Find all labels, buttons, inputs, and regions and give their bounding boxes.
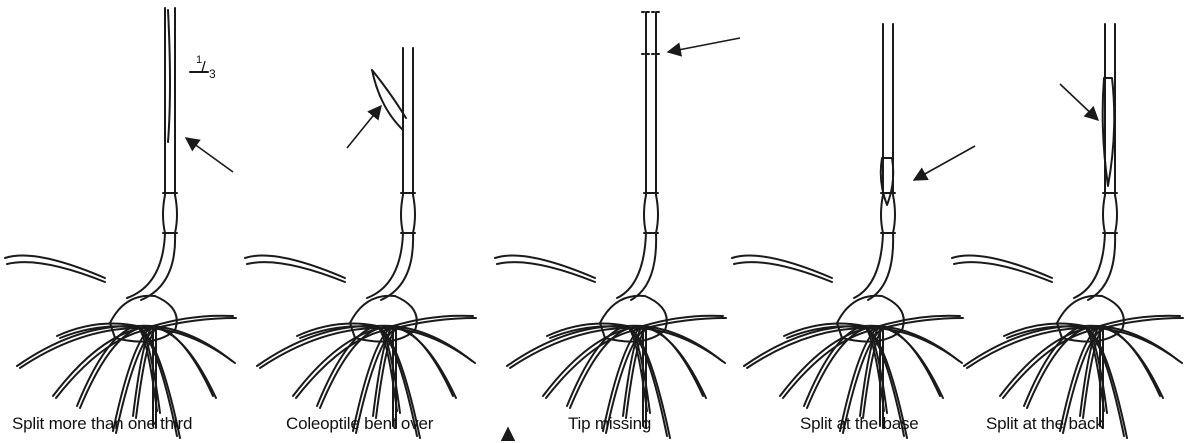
root bbox=[867, 328, 962, 363]
stem-right-edge bbox=[141, 8, 177, 300]
stem-left-edge bbox=[1074, 24, 1105, 298]
root bbox=[643, 326, 703, 396]
stem-left-edge bbox=[854, 24, 883, 298]
seedling-5 bbox=[952, 24, 1183, 438]
fraction-denominator: 3 bbox=[209, 67, 216, 81]
caption-split-base: Split at the base bbox=[800, 414, 919, 434]
arrow-3 bbox=[668, 38, 740, 52]
stem-left-edge bbox=[127, 8, 165, 298]
seedling-3 bbox=[495, 12, 726, 438]
root bbox=[153, 326, 213, 396]
arrow-5 bbox=[1060, 84, 1098, 120]
root bbox=[630, 328, 725, 363]
caption-split-back: Split at the back bbox=[986, 414, 1104, 434]
root bbox=[1100, 326, 1160, 396]
arrow-4 bbox=[914, 146, 975, 180]
caption-split-third: Split more than one third bbox=[12, 414, 192, 434]
arrow-1 bbox=[186, 138, 233, 172]
defect-tip-missing bbox=[642, 12, 660, 54]
stem-right-edge bbox=[631, 12, 658, 300]
seedling-4 bbox=[732, 24, 963, 438]
arrow-2 bbox=[347, 106, 381, 148]
root bbox=[393, 326, 453, 396]
seedling-2 bbox=[245, 48, 476, 438]
root bbox=[1087, 328, 1182, 363]
defect-bent-over bbox=[372, 70, 406, 130]
caption-tip-missing: Tip missing bbox=[568, 414, 651, 434]
root bbox=[380, 328, 475, 363]
split-line bbox=[168, 10, 170, 142]
root bbox=[880, 326, 940, 396]
fraction-slash: / bbox=[201, 58, 206, 78]
root bbox=[140, 328, 235, 363]
caption-bent-over: Coleoptile bent over bbox=[286, 414, 433, 434]
bent-tip bbox=[372, 70, 406, 130]
broken-tip bbox=[642, 12, 660, 54]
